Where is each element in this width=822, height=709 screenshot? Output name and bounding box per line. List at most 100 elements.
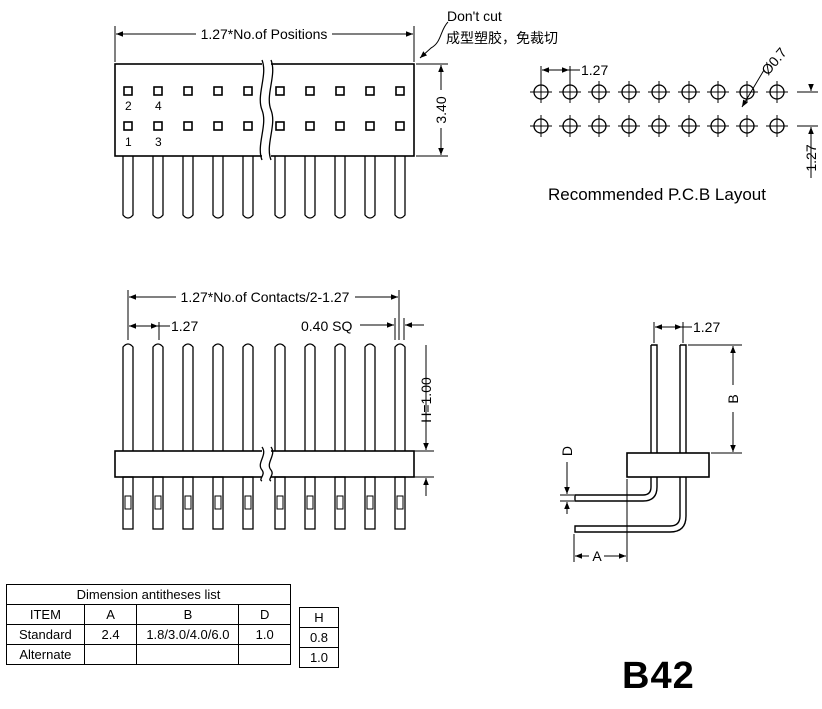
pin-square bbox=[275, 86, 285, 96]
break-line-left bbox=[259, 446, 265, 482]
side-pin-inner-bent bbox=[574, 477, 658, 502]
pin-detail bbox=[396, 495, 404, 510]
top-view-body-right bbox=[268, 63, 415, 157]
h-table-header: H bbox=[299, 607, 339, 628]
side-view-body bbox=[626, 452, 710, 478]
pin-square bbox=[365, 121, 375, 131]
pin bbox=[304, 156, 316, 219]
pin-upper bbox=[304, 343, 316, 451]
table-header: D bbox=[238, 604, 291, 625]
pin-upper bbox=[212, 343, 224, 451]
pin-square bbox=[365, 86, 375, 96]
table-cell: Standard bbox=[6, 624, 85, 645]
pin-upper bbox=[364, 343, 376, 451]
pin bbox=[122, 156, 134, 219]
pin-upper bbox=[274, 343, 286, 451]
dimension-table-title: Dimension antitheses list bbox=[6, 584, 291, 605]
pcb-holes bbox=[530, 81, 788, 137]
pin-detail bbox=[184, 495, 192, 510]
pcb-pitch-dimension: 1.27 bbox=[581, 62, 608, 78]
pin-label-1: 1 bbox=[125, 135, 132, 149]
pin-square bbox=[395, 121, 405, 131]
table-row: Standard 2.4 1.8/3.0/4.0/6.0 1.0 bbox=[6, 624, 291, 645]
h-dimension: H=1.00 bbox=[418, 377, 434, 423]
pin-detail bbox=[276, 495, 284, 510]
pin-square bbox=[183, 121, 193, 131]
table-cell bbox=[238, 644, 291, 665]
pin-square bbox=[335, 86, 345, 96]
table-cell bbox=[136, 644, 240, 665]
pin-upper bbox=[394, 343, 406, 451]
table-row: Alternate bbox=[6, 644, 291, 665]
pin-upper bbox=[334, 343, 346, 451]
pcb-layout-caption: Recommended P.C.B Layout bbox=[548, 185, 766, 204]
pin-square bbox=[183, 86, 193, 96]
break-line-right bbox=[268, 446, 274, 482]
pin bbox=[242, 156, 254, 219]
pin-square bbox=[243, 86, 253, 96]
front-view-pins bbox=[122, 343, 406, 530]
square-dimension: 0.40 SQ bbox=[301, 318, 352, 334]
side-view: 1.27 B D A bbox=[559, 319, 742, 564]
pin-square bbox=[123, 121, 133, 131]
side-pitch-dimension: 1.27 bbox=[693, 319, 720, 335]
positions-dimension: 1.27*No.of Positions bbox=[201, 26, 328, 42]
table-cell: 2.4 bbox=[83, 624, 138, 645]
h-table: H 0.8 1.0 bbox=[299, 607, 339, 668]
table-header: A bbox=[83, 604, 138, 625]
pin-square bbox=[395, 86, 405, 96]
side-pin-outer-upper bbox=[680, 344, 687, 453]
pin-square bbox=[213, 121, 223, 131]
dont-cut-note: Don't cut bbox=[447, 8, 502, 24]
break-line-right bbox=[268, 59, 274, 161]
d-dimension: D bbox=[559, 446, 575, 456]
top-view: 2 4 1 3 1.27*No.of Positions Don't cut 成… bbox=[114, 8, 558, 219]
pin-square bbox=[213, 86, 223, 96]
table-cell: Alternate bbox=[6, 644, 85, 665]
h-table-cell: 1.0 bbox=[299, 647, 339, 668]
pin-detail bbox=[336, 495, 344, 510]
pin-square bbox=[153, 86, 163, 96]
pin-upper bbox=[182, 343, 194, 451]
pin bbox=[182, 156, 194, 219]
pcb-layout: 1.27 Ø0.7 1.27 Recommended P.C.B Layout bbox=[530, 44, 819, 204]
table-cell: 1.8/3.0/4.0/6.0 bbox=[136, 624, 240, 645]
height-dimension: 3.40 bbox=[433, 96, 449, 123]
pin-detail bbox=[244, 495, 252, 510]
front-view-body-right bbox=[268, 450, 415, 478]
pin bbox=[212, 156, 224, 219]
pin-detail bbox=[124, 495, 132, 510]
table-header: ITEM bbox=[6, 604, 85, 625]
side-pin-inner-upper bbox=[651, 344, 658, 453]
pin-square bbox=[153, 121, 163, 131]
pin-upper bbox=[122, 343, 134, 451]
front-pitch-dimension: 1.27 bbox=[171, 318, 198, 334]
pin-square bbox=[243, 121, 253, 131]
pin-square bbox=[275, 121, 285, 131]
table-cell bbox=[83, 644, 138, 665]
pin-upper bbox=[152, 343, 164, 451]
pin-detail bbox=[214, 495, 222, 510]
pin-square bbox=[335, 121, 345, 131]
top-view-pin-squares bbox=[123, 86, 405, 131]
pin-square bbox=[305, 86, 315, 96]
table-cell: 1.0 bbox=[238, 624, 291, 645]
dont-cut-leader bbox=[419, 21, 449, 59]
a-dimension: A bbox=[592, 548, 602, 564]
top-view-pins bbox=[122, 156, 406, 219]
hole-leader bbox=[741, 69, 765, 108]
h-table-cell: 0.8 bbox=[299, 627, 339, 648]
pin bbox=[394, 156, 406, 219]
pin-detail bbox=[366, 495, 374, 510]
dimension-table: Dimension antitheses list ITEM A B D Sta… bbox=[6, 584, 291, 665]
pin-detail bbox=[306, 495, 314, 510]
pin bbox=[334, 156, 346, 219]
dont-cut-note-cn: 成型塑胶，免裁切 bbox=[446, 30, 558, 46]
pin-label-2: 2 bbox=[125, 99, 132, 113]
front-view: 1.27*No.of Contacts/2-1.27 1.27 0.40 SQ … bbox=[114, 289, 434, 530]
table-header: B bbox=[136, 604, 240, 625]
break-line-left bbox=[259, 59, 265, 161]
front-view-body-left bbox=[114, 450, 265, 478]
